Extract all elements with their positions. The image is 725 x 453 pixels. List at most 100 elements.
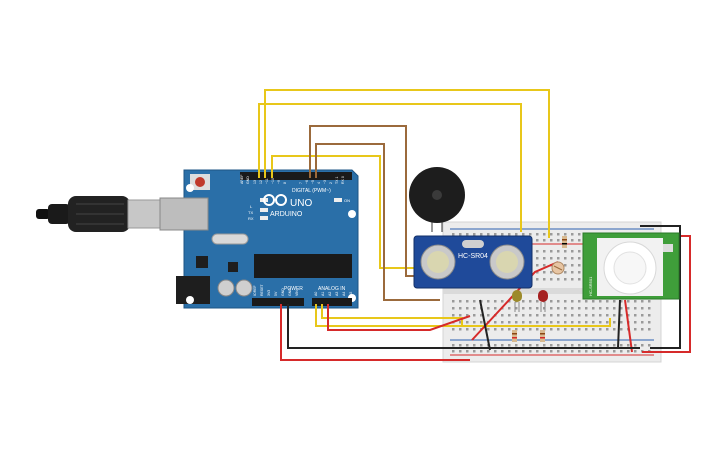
- breadboard-hole: [452, 233, 455, 236]
- pin-label: A1: [321, 292, 325, 296]
- breadboard-hole: [501, 233, 504, 236]
- breadboard-hole: [585, 314, 588, 317]
- breadboard-hole: [613, 314, 616, 317]
- breadboard-hole: [564, 314, 567, 317]
- breadboard-hole: [543, 344, 546, 347]
- led-rx-label: RX: [248, 216, 254, 221]
- board-model: UNO: [290, 198, 312, 209]
- breadboard-hole: [599, 350, 602, 353]
- breadboard-hole: [571, 350, 574, 353]
- breadboard-hole: [508, 321, 511, 324]
- breadboard-hole: [522, 233, 525, 236]
- breadboard-hole: [494, 328, 497, 331]
- wire-black: [287, 225, 681, 351]
- breadboard-hole: [508, 328, 511, 331]
- breadboard-hole: [585, 321, 588, 324]
- breadboard-hole: [648, 344, 651, 347]
- breadboard-hole: [634, 307, 637, 310]
- breadboard-hole: [536, 328, 539, 331]
- breadboard-hole: [480, 314, 483, 317]
- led-red[interactable]: [538, 290, 548, 312]
- pin-label: ~5: [311, 180, 315, 184]
- breadboard-hole: [634, 350, 637, 353]
- breadboard-hole: [557, 250, 560, 253]
- breadboard-hole: [494, 300, 497, 303]
- breadboard-hole: [543, 321, 546, 324]
- ultrasonic-label: HC-SR04: [458, 253, 488, 260]
- pin-label: 13: [253, 180, 257, 184]
- resistor[interactable]: [562, 236, 567, 248]
- pin-label: RX 0: [341, 176, 345, 184]
- breadboard-hole: [599, 321, 602, 324]
- breadboard-hole: [543, 328, 546, 331]
- breadboard-hole: [634, 300, 637, 303]
- breadboard-hole: [515, 344, 518, 347]
- analog-pin-labels: A0 A1 A2 A3 A4 A5: [314, 292, 353, 296]
- pin-label: 4: [317, 182, 321, 184]
- breadboard-hole: [543, 350, 546, 353]
- breadboard-hole: [634, 328, 637, 331]
- breadboard-hole: [536, 314, 539, 317]
- pin-label: A3: [335, 292, 339, 296]
- breadboard-hole: [550, 307, 553, 310]
- piezo-buzzer[interactable]: [409, 167, 465, 232]
- photoresistor[interactable]: [551, 261, 565, 275]
- breadboard-hole: [515, 314, 518, 317]
- breadboard-hole: [578, 328, 581, 331]
- breadboard-hole: [578, 314, 581, 317]
- breadboard-hole: [641, 321, 644, 324]
- breadboard-hole: [550, 239, 553, 242]
- resistor[interactable]: [512, 330, 517, 342]
- breadboard-hole: [508, 344, 511, 347]
- breadboard-hole: [550, 278, 553, 281]
- breadboard-hole: [543, 250, 546, 253]
- breadboard-hole: [557, 239, 560, 242]
- breadboard-hole: [487, 307, 490, 310]
- breadboard-hole: [585, 328, 588, 331]
- breadboard-hole: [557, 321, 560, 324]
- breadboard-hole: [571, 321, 574, 324]
- breadboard-hole: [648, 328, 651, 331]
- wire-brown: [309, 125, 440, 301]
- breadboard-hole: [459, 350, 462, 353]
- breadboard-hole: [480, 321, 483, 324]
- ultrasonic-sensor[interactable]: [413, 235, 533, 289]
- breadboard-hole: [578, 264, 581, 267]
- breadboard-hole: [522, 307, 525, 310]
- breadboard-hole: [564, 328, 567, 331]
- breadboard-hole: [494, 321, 497, 324]
- breadboard-hole: [620, 307, 623, 310]
- breadboard-hole: [564, 264, 567, 267]
- breadboard-hole: [508, 350, 511, 353]
- breadboard-hole: [557, 278, 560, 281]
- breadboard-hole: [494, 307, 497, 310]
- breadboard-hole: [592, 314, 595, 317]
- breadboard-hole: [550, 321, 553, 324]
- resistor[interactable]: [540, 330, 545, 342]
- arduino-uno-board[interactable]: [159, 169, 359, 309]
- breadboard-hole: [466, 314, 469, 317]
- power-pin-labels: IOREF RESET 3V3 5V GND GND VIN: [253, 283, 299, 296]
- breadboard-hole: [648, 321, 651, 324]
- breadboard-hole: [564, 350, 567, 353]
- breadboard-hole: [557, 350, 560, 353]
- led-on-label: ON: [344, 198, 350, 203]
- pir-sensor[interactable]: [582, 232, 680, 300]
- breadboard-hole: [578, 257, 581, 260]
- led-yellow[interactable]: [512, 290, 522, 312]
- pin-label: A4: [342, 292, 346, 296]
- breadboard-hole: [585, 344, 588, 347]
- breadboard-hole: [466, 300, 469, 303]
- breadboard-hole: [571, 300, 574, 303]
- breadboard-hole: [550, 344, 553, 347]
- breadboard-hole: [564, 300, 567, 303]
- pin-label: GND: [288, 288, 292, 296]
- breadboard-hole: [557, 257, 560, 260]
- breadboard-hole: [648, 300, 651, 303]
- breadboard-hole: [466, 233, 469, 236]
- breadboard-hole: [627, 300, 630, 303]
- breadboard-hole: [585, 350, 588, 353]
- breadboard-hole: [592, 328, 595, 331]
- breadboard-hole: [550, 328, 553, 331]
